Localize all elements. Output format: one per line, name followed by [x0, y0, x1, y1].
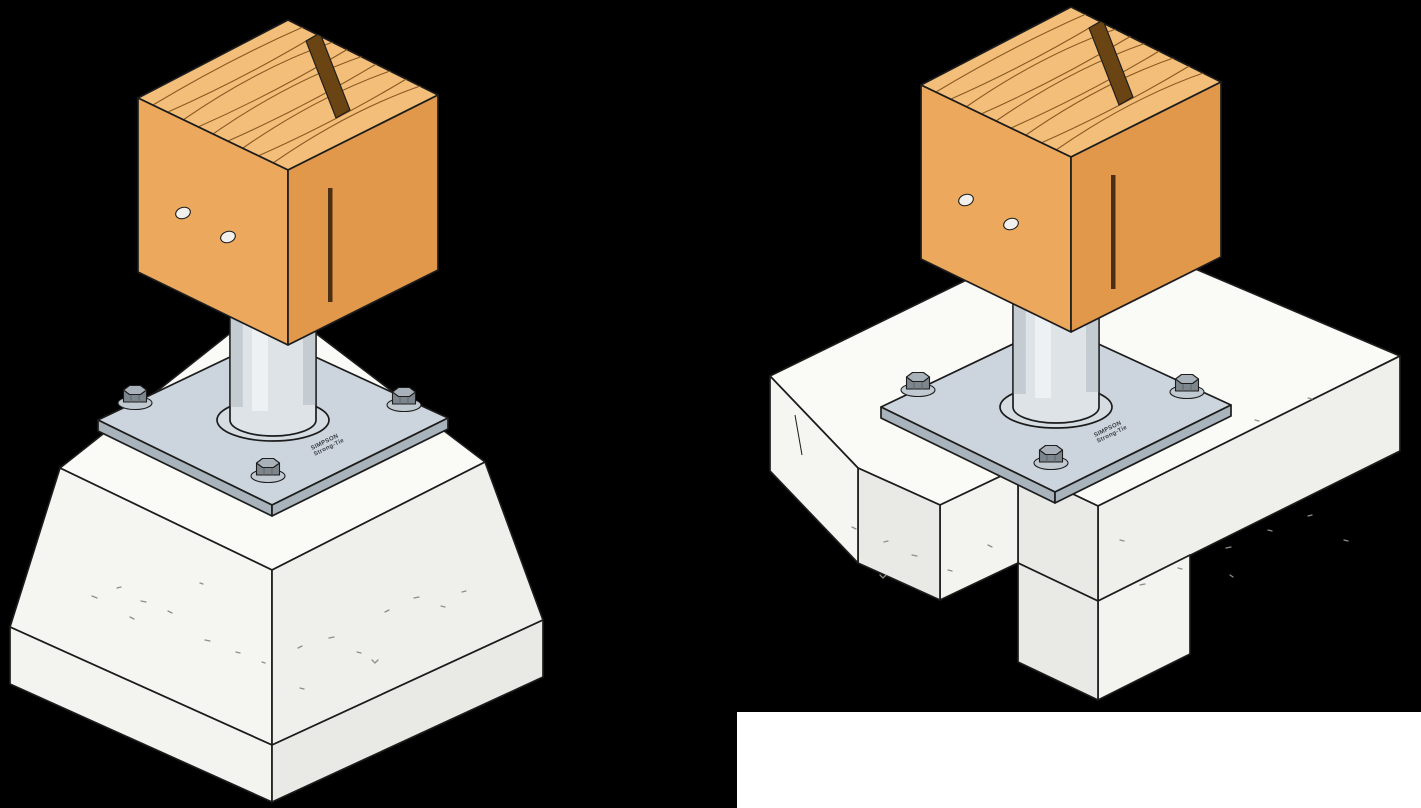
- post-base-assembly: [881, 7, 1231, 503]
- concrete-pier: [9, 299, 544, 803]
- concrete-speckles: [851, 397, 1349, 586]
- concrete-speckles: [91, 582, 467, 690]
- pier-skirt-right: [271, 619, 544, 803]
- slab-lower-chunk-left: [1017, 562, 1099, 701]
- figure-post-base-on-pier: SIMPSON Strong-Tie: [9, 20, 544, 803]
- figure-post-base-on-slab: SIMPSON Strong-Tie: [769, 7, 1401, 701]
- slab-left-face: [769, 375, 859, 564]
- caption-panel: [737, 712, 1421, 808]
- slab-crack-line: [794, 414, 803, 456]
- post-base-assembly: [98, 20, 448, 516]
